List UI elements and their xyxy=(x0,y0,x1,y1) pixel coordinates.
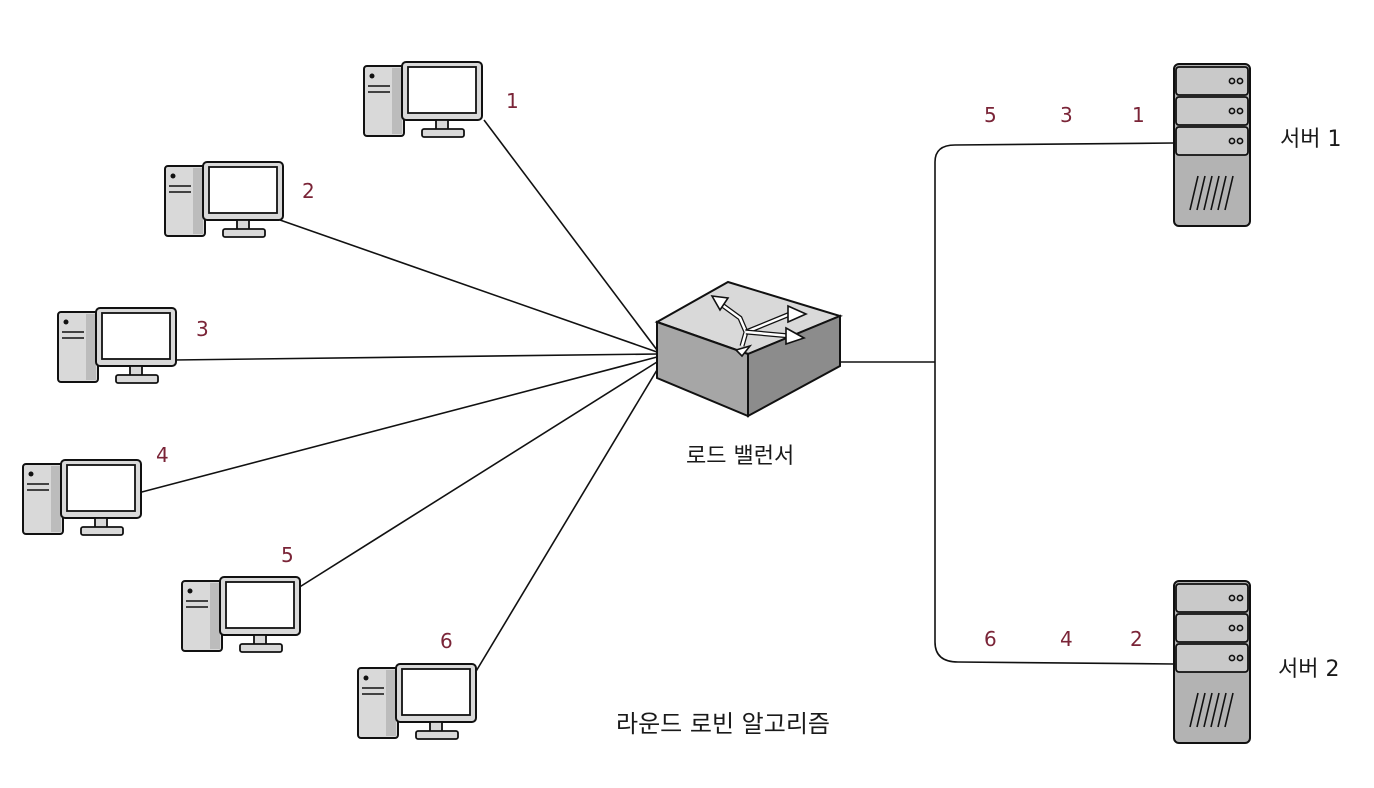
client-number-6: 6 xyxy=(440,629,453,653)
wire-client-3 xyxy=(173,353,658,361)
load-balancer-label: 로드 밸런서 xyxy=(686,444,794,469)
wire-client-1 xyxy=(483,119,658,351)
server-2-icon xyxy=(1173,580,1251,744)
client-number-1: 1 xyxy=(506,89,519,113)
client-computer-2 xyxy=(164,161,284,238)
wire-client-2 xyxy=(279,219,658,353)
wire-client-6 xyxy=(471,369,658,679)
client-computer-1 xyxy=(363,61,483,138)
server-1-icon xyxy=(1173,63,1251,227)
server-2-queue-item: 2 xyxy=(1130,627,1143,651)
client-computer-6 xyxy=(357,663,477,740)
server-1-label: 서버 1 xyxy=(1280,127,1341,152)
client-number-3: 3 xyxy=(196,317,209,341)
wire-client-4 xyxy=(137,356,658,494)
server-1-queue-item: 5 xyxy=(984,103,997,127)
wire-client-5 xyxy=(297,361,658,589)
client-computer-3 xyxy=(57,307,177,384)
server-1-queue-item: 1 xyxy=(1132,103,1145,127)
client-computer-4 xyxy=(22,459,142,536)
server-2-queue-item: 4 xyxy=(1060,627,1073,651)
client-wires xyxy=(137,119,658,679)
client-number-5: 5 xyxy=(281,543,294,567)
server-2-label: 서버 2 xyxy=(1278,657,1339,682)
load-balancer-icon xyxy=(654,280,843,418)
server-2-queue-item: 6 xyxy=(984,627,997,651)
client-number-4: 4 xyxy=(156,443,169,467)
diagram-title: 라운드 로빈 알고리즘 xyxy=(616,710,830,738)
client-computer-5 xyxy=(181,576,301,653)
server-wires xyxy=(840,142,1175,665)
client-number-2: 2 xyxy=(302,179,315,203)
server-1-queue-item: 3 xyxy=(1060,103,1073,127)
